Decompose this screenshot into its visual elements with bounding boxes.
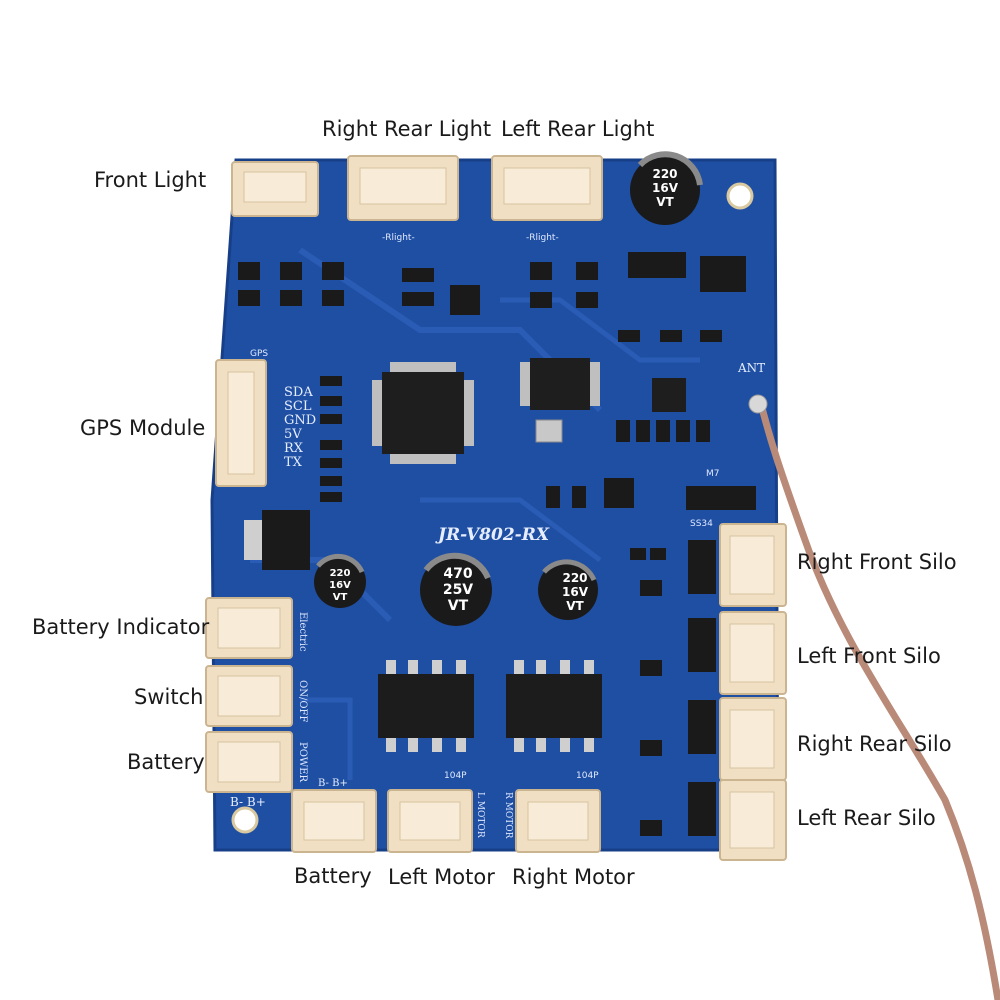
cap470-line2: 25V bbox=[443, 582, 473, 598]
antenna-cable bbox=[756, 396, 1000, 1000]
gps-connector bbox=[215, 359, 267, 487]
capacitor-220uf-right: 220 16V VT bbox=[538, 559, 598, 620]
motor-driver-right bbox=[506, 660, 602, 752]
cap1-line1: 220 bbox=[652, 167, 677, 181]
right-rear-light-connector bbox=[347, 155, 459, 221]
gps-pin-rx: RX bbox=[284, 441, 304, 456]
label-right-front-silo: Right Front Silo bbox=[797, 550, 957, 574]
label-right-motor: Right Motor bbox=[512, 865, 635, 889]
mcu-chip bbox=[372, 362, 474, 464]
silk-rlight-2: -Rlight- bbox=[526, 233, 559, 243]
label-left-rear-light: Left Rear Light bbox=[501, 117, 655, 141]
cap2-silk-1: 220 bbox=[330, 568, 351, 579]
smd-components-mid bbox=[320, 376, 756, 510]
silk-r-motor: R MOTOR bbox=[503, 792, 513, 839]
antenna-solder bbox=[748, 394, 768, 414]
rf-chip bbox=[520, 358, 600, 410]
label-battery-bottom: Battery bbox=[294, 864, 372, 888]
silk-104p-right: 104P bbox=[576, 771, 599, 781]
battery-connector-bottom bbox=[291, 789, 377, 853]
gps-pin-tx: TX bbox=[284, 455, 303, 470]
cap1-line3: VT bbox=[656, 195, 674, 209]
capacitor-220uf-left: 220 16V VT bbox=[314, 553, 366, 608]
antenna-silk: ANT bbox=[737, 361, 765, 375]
cap3-line2: 16V bbox=[562, 585, 589, 599]
cap3-line1: 220 bbox=[562, 571, 587, 585]
label-switch: Switch bbox=[134, 685, 204, 709]
silk-l-motor: L MOTOR bbox=[475, 792, 485, 838]
silk-bminus-bplus-left: B- B+ bbox=[230, 795, 266, 809]
board-model-silk: JR-V802-RX bbox=[435, 525, 550, 545]
left-rear-silo-connector bbox=[719, 779, 787, 861]
label-left-motor: Left Motor bbox=[388, 865, 495, 889]
silk-power: POWER bbox=[297, 742, 308, 783]
capacitor-220uf-top: 220 16V VT bbox=[630, 151, 703, 225]
smd-components-top bbox=[238, 252, 746, 342]
label-battery-left: Battery bbox=[127, 750, 205, 774]
silk-ss34: SS34 bbox=[690, 519, 713, 529]
label-right-rear-silo: Right Rear Silo bbox=[797, 732, 952, 756]
left-motor-connector bbox=[387, 789, 473, 853]
gps-pin-5v: 5V bbox=[284, 427, 302, 442]
cap2-silk-3: VT bbox=[333, 592, 348, 603]
silk-electric: Electric bbox=[297, 612, 308, 652]
motor-driver-left bbox=[378, 660, 474, 752]
cap1-line2: 16V bbox=[652, 181, 679, 195]
battery-connector-left bbox=[205, 731, 293, 793]
mounting-hole bbox=[231, 806, 259, 834]
label-right-rear-light: Right Rear Light bbox=[322, 117, 492, 141]
crystal bbox=[535, 419, 563, 443]
right-front-silo-connector bbox=[719, 523, 787, 607]
rf-amp-chip bbox=[652, 378, 686, 412]
label-battery-indicator: Battery Indicator bbox=[32, 615, 210, 639]
silk-104p-left: 104P bbox=[444, 771, 467, 781]
silk-rlight-1: -Rlight- bbox=[382, 233, 415, 243]
voltage-regulator bbox=[244, 510, 310, 570]
switch-connector bbox=[205, 665, 293, 727]
gps-pin-scl: SCL bbox=[284, 399, 312, 414]
gps-header-silk: GPS bbox=[250, 349, 268, 359]
front-light-connector bbox=[231, 161, 319, 217]
left-front-silo-connector bbox=[719, 611, 787, 695]
label-left-rear-silo: Left Rear Silo bbox=[797, 806, 936, 830]
cap470-line1: 470 bbox=[443, 566, 472, 582]
left-rear-light-connector bbox=[491, 155, 603, 221]
gps-pin-gnd: GND bbox=[284, 413, 316, 428]
label-left-front-silo: Left Front Silo bbox=[797, 644, 941, 668]
battery-indicator-connector bbox=[205, 597, 293, 659]
gps-pin-sda: SDA bbox=[284, 385, 313, 400]
silk-m7: M7 bbox=[706, 469, 720, 479]
right-rear-silo-connector bbox=[719, 697, 787, 781]
cap2-silk-2: 16V bbox=[329, 580, 351, 591]
cap470-line3: VT bbox=[448, 598, 469, 614]
mounting-hole bbox=[726, 182, 754, 210]
right-motor-connector bbox=[515, 789, 601, 853]
label-front-light: Front Light bbox=[94, 168, 207, 192]
silk-onoff: ON/OFF bbox=[297, 680, 308, 722]
silk-bminus-bplus-bottom: B- B+ bbox=[318, 778, 348, 789]
diode-column bbox=[630, 540, 716, 836]
label-gps-module: GPS Module bbox=[80, 416, 206, 440]
capacitor-470uf: 470 25V VT bbox=[420, 552, 492, 626]
cap3-line3: VT bbox=[566, 599, 584, 613]
